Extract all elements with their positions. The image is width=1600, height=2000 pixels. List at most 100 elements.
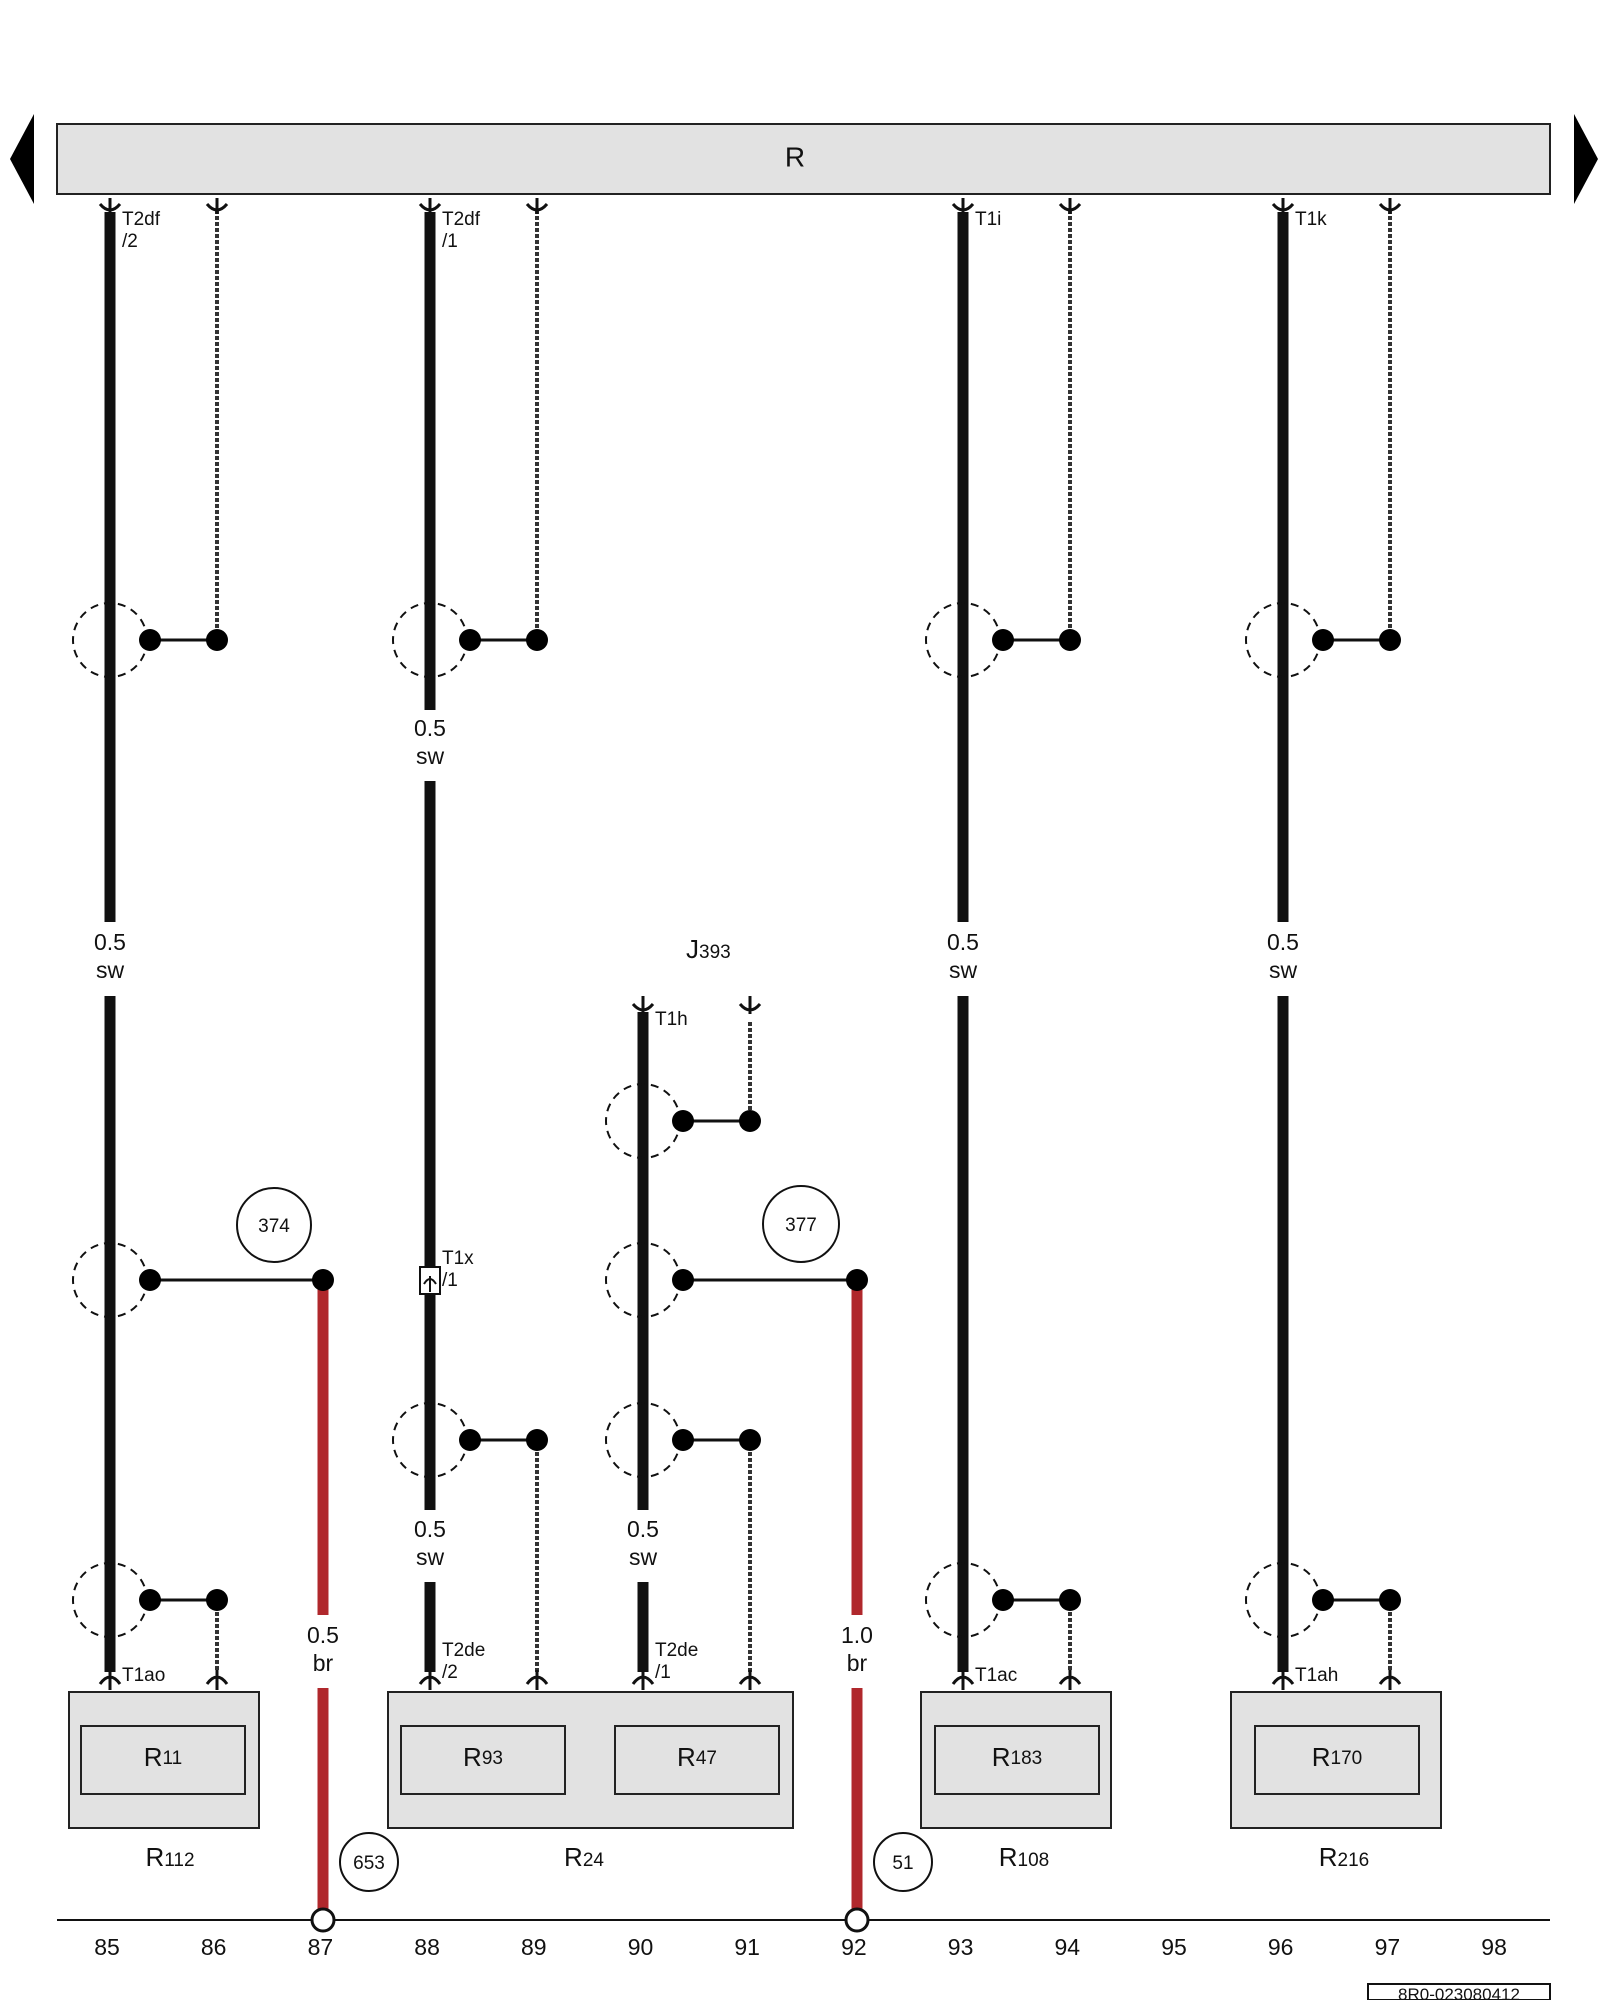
junction-dot xyxy=(206,629,228,651)
wire-label-93-size: 0.5 xyxy=(947,929,979,955)
ref-374: 374 xyxy=(258,1216,290,1237)
doc-id-box xyxy=(1367,1983,1551,2000)
terminal-label-t2df-1: T2df/1 xyxy=(442,209,481,252)
ground-point-92 xyxy=(844,1907,870,1933)
junction-dot xyxy=(672,1429,694,1451)
junction-dot xyxy=(992,629,1014,651)
position-number: 98 xyxy=(1481,1934,1507,1960)
inline-connector-t1x xyxy=(419,1266,441,1295)
terminal-label-t1ao: T1ao xyxy=(122,1665,165,1686)
wire-label-90-size: 0.5 xyxy=(627,1516,659,1542)
junction-dot xyxy=(526,629,548,651)
housing-r216-label: R216 xyxy=(1319,1842,1369,1872)
position-number: 85 xyxy=(94,1934,120,1960)
wire-label-92-size: 1.0 xyxy=(841,1622,873,1648)
circle-refs: 374 377 653 51 xyxy=(236,1185,933,1892)
terminal-label-line: T2de xyxy=(442,1640,485,1661)
housing-r24-label: R24 xyxy=(564,1842,604,1872)
component-r93-label: R93 xyxy=(463,1742,503,1772)
junction-dot xyxy=(672,1269,694,1291)
junction-dot xyxy=(1379,629,1401,651)
right-arrow-icon xyxy=(1574,114,1598,204)
junction-dot xyxy=(846,1269,868,1291)
position-number: 95 xyxy=(1161,1934,1187,1960)
left-arrow-icon xyxy=(10,114,34,204)
terminal-label-line: T2df xyxy=(442,209,481,230)
terminal-label-t2df-2: T2df/2 xyxy=(122,209,161,252)
component-r183-label: R183 xyxy=(992,1742,1042,1772)
ground-point-87 xyxy=(310,1907,336,1933)
position-number: 88 xyxy=(414,1934,440,1960)
terminal-label-t1ah: T1ah xyxy=(1295,1665,1338,1686)
component-r170-label: R170 xyxy=(1312,1742,1362,1772)
wire-label-88-upper-color: sw xyxy=(416,743,445,769)
component-boxes: R11 R93 R47 R183 R170 R112 R24 R xyxy=(68,1691,1442,1872)
terminal-labels: T2df/2 T2df/1 T1i T1k T1h T1x/1 T1ao T2d… xyxy=(122,209,1338,1686)
ref-653: 653 xyxy=(353,1853,385,1874)
junction-dot xyxy=(992,1589,1014,1611)
shield-wires xyxy=(215,210,1392,1672)
component-r11 xyxy=(80,1725,246,1795)
junction-dot xyxy=(459,629,481,651)
junction-dot xyxy=(672,1110,694,1132)
junction-dot xyxy=(1312,629,1334,651)
junction-dot xyxy=(139,1589,161,1611)
wire-label-85-color: sw xyxy=(96,957,125,983)
junction-dot xyxy=(1059,629,1081,651)
bus-bar xyxy=(56,123,1551,195)
position-number: 92 xyxy=(841,1934,867,1960)
component-r170 xyxy=(1254,1725,1420,1795)
terminal-label-t2de-1: T2de/1 xyxy=(655,1640,698,1683)
control-unit-label: J393 xyxy=(686,934,731,964)
component-r11-label: R11 xyxy=(144,1742,183,1772)
housing-r108-label: R108 xyxy=(999,1842,1049,1872)
wire-label-96-size: 0.5 xyxy=(1267,929,1299,955)
junction-dot xyxy=(1059,1589,1081,1611)
wire-label-93-color: sw xyxy=(949,957,978,983)
position-number: 90 xyxy=(628,1934,654,1960)
terminal-label-t1x: T1x/1 xyxy=(442,1248,474,1291)
housing-r112-label: R112 xyxy=(145,1842,194,1872)
wire-label-88-lower-color: sw xyxy=(416,1544,445,1570)
junction-dot xyxy=(739,1429,761,1451)
bus-label: R xyxy=(785,141,805,172)
shield-connections xyxy=(72,602,1401,1638)
wire-label-92-color: br xyxy=(847,1650,868,1676)
wire-label-90-color: sw xyxy=(629,1544,658,1570)
terminal-label-t1h: T1h xyxy=(655,1009,688,1030)
ref-377: 377 xyxy=(785,1215,817,1236)
component-r47-label: R47 xyxy=(677,1742,717,1772)
wire-label-88-upper-size: 0.5 xyxy=(414,715,446,741)
terminal-label-line: T1x xyxy=(442,1248,474,1269)
position-number: 86 xyxy=(201,1934,227,1960)
position-number: 94 xyxy=(1055,1934,1081,1960)
terminal-label-line: /1 xyxy=(442,231,458,252)
position-number: 96 xyxy=(1268,1934,1294,1960)
position-number: 87 xyxy=(308,1934,334,1960)
connector-pins xyxy=(98,198,1402,1690)
junction-dot xyxy=(1379,1589,1401,1611)
junction-dot xyxy=(1312,1589,1334,1611)
wire-label-88-lower-size: 0.5 xyxy=(414,1516,446,1542)
terminal-label-line: T2df xyxy=(122,209,161,230)
position-number: 97 xyxy=(1375,1934,1401,1960)
junction-dot xyxy=(459,1429,481,1451)
terminal-label-line: /2 xyxy=(442,1662,458,1683)
wire-label-85-size: 0.5 xyxy=(94,929,126,955)
junction-dot xyxy=(206,1589,228,1611)
terminal-label-line: /2 xyxy=(122,231,138,252)
wire-labels: 0.5 sw 0.5 sw 0.5 sw 0.5 sw 0.5 sw 0.5 s… xyxy=(94,715,1299,1676)
component-r183 xyxy=(934,1725,1100,1795)
terminal-label-t2de-2: T2de/2 xyxy=(442,1640,485,1683)
ref-51: 51 xyxy=(892,1853,913,1874)
doc-id: 8R0-023080412 xyxy=(1398,1985,1520,2000)
junction-dot xyxy=(739,1110,761,1132)
junction-dot xyxy=(139,1269,161,1291)
wire-label-87-color: br xyxy=(313,1650,334,1676)
brown-wires xyxy=(317,1280,863,1912)
position-number: 91 xyxy=(734,1934,760,1960)
wire-label-87-size: 0.5 xyxy=(307,1622,339,1648)
terminal-label-t1ac: T1ac xyxy=(975,1665,1017,1686)
